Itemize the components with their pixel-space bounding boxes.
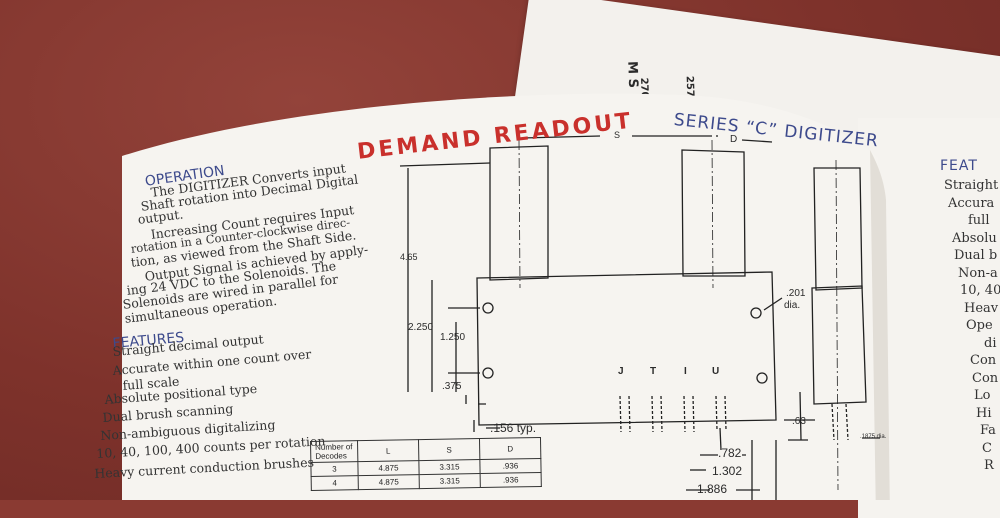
right-feature-line: Non-a	[958, 265, 998, 281]
table-cell: .936	[480, 472, 542, 488]
right-feature-line: Accura	[948, 195, 995, 211]
pin-t-label: T	[650, 366, 657, 377]
dim-465-label: 4.65	[400, 252, 418, 262]
dim-63-label: .63	[792, 416, 806, 427]
dim-201-label: .201	[786, 288, 806, 299]
table-cell: .936	[479, 458, 542, 474]
dim-s-label: S	[614, 130, 621, 140]
right-features-heading: FEAT	[940, 158, 978, 174]
pin-i-label: I	[684, 366, 687, 377]
right-feature-line: 10, 40	[960, 283, 1000, 298]
right-feature-line: Straight	[944, 178, 999, 193]
right-feature-line: Lo	[974, 388, 991, 403]
table-cell: 3	[310, 461, 359, 477]
right-feature-line: Heav	[964, 300, 999, 316]
table-cell: 4.875	[357, 460, 420, 476]
dim-201-dia-label: dia.	[784, 300, 801, 311]
pin-j-label: J	[618, 366, 624, 377]
right-feature-line: full	[968, 213, 990, 228]
table-cell: 4	[311, 475, 359, 491]
right-feature-line: Con	[972, 370, 999, 386]
table-cell: 3.315	[418, 459, 481, 475]
table-header-cell: Number of Decodes	[310, 440, 358, 463]
dim-375-label: .375	[442, 381, 462, 392]
right-feature-line: Ope	[966, 318, 993, 333]
right-feature-line: R	[984, 458, 994, 473]
table-header-cell: D	[479, 437, 541, 460]
table-header-cell: S	[418, 438, 480, 461]
right-feature-line: Con	[970, 353, 997, 368]
dim-156-label: .156 typ.	[490, 421, 537, 435]
table-header-cell: L	[357, 439, 419, 462]
decodes-table: Number of Decodes L S D 3 4.875 3.315 .9…	[310, 437, 542, 491]
dim-782-label: .782	[718, 446, 742, 460]
dim-2250-label: 2.250	[408, 322, 434, 333]
dim-1886-label: 1.886	[697, 482, 728, 496]
dim-1250-label: 1.250	[440, 332, 466, 343]
dim-side-label: .1875 dia.	[860, 434, 887, 440]
dim-d-label: D	[730, 134, 738, 145]
right-feature-line: C	[982, 440, 992, 456]
table-cell: 3.315	[419, 473, 481, 489]
right-feature-line: Hi	[976, 405, 992, 421]
dim-1302-label: 1.302	[712, 464, 743, 478]
right-feature-line: Fa	[980, 423, 996, 438]
right-feature-line: Dual b	[954, 248, 998, 263]
right-feature-line: di	[984, 335, 997, 351]
pin-u-label: U	[712, 366, 720, 377]
right-feature-line: Absolu	[952, 230, 997, 246]
table-cell: 4.875	[358, 474, 420, 490]
